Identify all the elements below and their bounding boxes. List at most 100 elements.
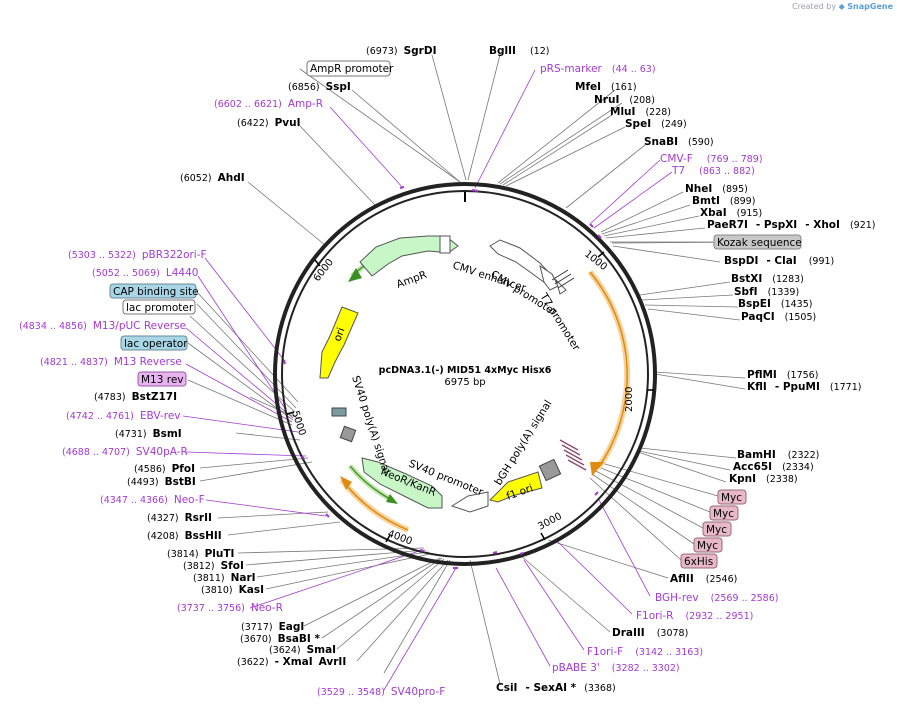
lac-promoter-box-label: lac promoter: [126, 302, 194, 314]
enzyme-draiii: DraIII(3078): [612, 627, 688, 639]
enzyme-xbai: XbaI(915): [700, 207, 762, 219]
enzyme-bglii: BglII(12): [489, 45, 549, 57]
m13rev-box: M13 rev: [137, 371, 187, 387]
enzyme-bmti: BmtI(899): [692, 195, 755, 207]
enzyme-pluti: (3814)PluTI: [167, 548, 234, 560]
ampr-promoter-feature: [439, 235, 451, 254]
enzyme-nrui: NruI(208): [594, 94, 655, 106]
tick-1000: 1000: [582, 249, 609, 273]
cmv-promoter-feature: [539, 264, 559, 291]
ampr-promoter-box: AmpR promoter: [306, 60, 394, 77]
myc4-box-label: Myc: [697, 540, 718, 552]
enzyme-nari: (3811)NarI: [193, 572, 256, 584]
primer-pbabe: pBABE 3'(3282 .. 3302): [552, 662, 680, 674]
enzyme-mfei: MfeI(161): [575, 81, 637, 93]
enzyme-pvui: (6422)PvuI: [237, 117, 301, 129]
cap-box: CAP binding site: [109, 283, 199, 299]
sv40-promoter-feature: [450, 491, 489, 513]
primer-f1orif: F1ori-F(3142 .. 3163): [587, 646, 703, 658]
kozak-box-label: Kozak sequence: [717, 237, 802, 249]
ori-feature: [319, 306, 359, 379]
primer-marks: [283, 186, 602, 569]
tick-2000: 2000: [624, 387, 635, 412]
enzyme-bstxi: BstXI(1283): [731, 273, 804, 285]
enzyme-pfoi: (4586)PfoI: [134, 463, 195, 475]
enzyme-bstz17i: (4783)BstZ17I: [94, 391, 177, 403]
credit-prefix: Created by: [792, 2, 837, 11]
primer-m13puc: (4834 .. 4856)M13/pUC Reverse: [19, 320, 186, 332]
primer-f1orir: F1ori-R(2932 .. 2951): [636, 610, 753, 622]
backbone-inner: [281, 190, 649, 558]
enzyme-eagi: (3717)EagI: [241, 621, 304, 633]
leader-lines: [187, 54, 761, 685]
primer-ebvrev: (4742 .. 4761)EBV-rev: [66, 410, 181, 422]
his-box: 6xHis: [680, 553, 718, 569]
primer-ampr: (6602 .. 6621)Amp-R: [214, 98, 323, 110]
enzyme-csii-group: CsiI- SexAI *(3368): [496, 682, 616, 694]
enzyme-kpni: KpnI(2338): [729, 473, 798, 485]
enzyme-kfli-group: KflI- PpuMI(1771): [747, 381, 861, 393]
enzyme-afliii: AflII(2546): [670, 573, 737, 585]
bgh-polya-feature: [538, 458, 562, 482]
scale-ticks: [286, 251, 654, 543]
insert-arc-line: [589, 271, 628, 469]
myc1-box: Myc: [717, 489, 747, 505]
ampr-promoter-box-label: AmpR promoter: [310, 63, 394, 75]
t7-promoter-label: T7 promoter: [537, 290, 583, 353]
myc2-box-label: Myc: [713, 508, 734, 520]
primer-sv40pro: (3529 .. 3548)SV40pro-F: [317, 686, 445, 698]
lac-operator-box: [339, 425, 357, 443]
primer-t7: T7(863 .. 882): [671, 165, 755, 177]
enzyme-bsmi: (4731)BsmI: [115, 428, 182, 440]
enzyme-rsrii: (4327)RsrII: [147, 512, 212, 524]
primer-prs: pRS-marker(44 .. 63): [540, 63, 656, 75]
m13rev-box-label: M13 rev: [141, 374, 184, 386]
neor-feature: [361, 457, 443, 509]
enzyme-bspdi-group: BspDI- ClaI(991): [724, 255, 834, 267]
t7-feature: [554, 278, 567, 295]
enzyme-spei: SpeI(249): [625, 118, 687, 130]
enzyme-sbfi: SbfI(1339): [734, 286, 799, 298]
plasmid-name: pcDNA3.1(-) MID51 4xMyc Hisx6: [379, 365, 552, 376]
f1-ori-feature: [489, 471, 543, 503]
snapgene-credit: Created by ◆ SnapGene: [792, 2, 893, 11]
ampr-arc-arrow: [348, 268, 362, 282]
myc1-box-label: Myc: [721, 492, 742, 504]
insert-arc-arrow: [590, 462, 604, 476]
insert-arc: [587, 270, 631, 470]
credit-brand: SnapGene: [847, 2, 893, 11]
enzyme-bamhi: BamHI(2322): [737, 449, 819, 461]
primer-neor: (3737 .. 3756)Neo-R: [177, 602, 283, 614]
enzyme-bsabi: (3670)BsaBI *: [240, 633, 320, 645]
plasmid-length: 6975 bp: [444, 377, 485, 388]
enzyme-paer7i-group: PaeR7I- PspXI- XhoI(921): [707, 219, 875, 231]
backbone-outer: [273, 182, 657, 566]
lac-operator-box-label: lac operator: [124, 338, 188, 350]
primer-leader-lines: [182, 69, 673, 691]
ampr-label: AmpR: [395, 269, 429, 291]
neor-arc-arrow: [386, 494, 398, 504]
primer-l4440: (5052 .. 5069)L4440: [92, 267, 198, 279]
primer-neof: (4347 .. 4366)Neo-F: [100, 494, 205, 506]
his-box-label: 6xHis: [684, 556, 713, 568]
lac-operator-box-label-group: lac operator: [120, 335, 188, 351]
cap-box-label: CAP binding site: [113, 286, 199, 298]
primer-pbr: (5303 .. 5322)pBR322ori-F: [68, 249, 207, 261]
primer-bghrev: BGH-rev(2569 .. 2586): [655, 592, 778, 604]
enzyme-bspei: BspEI(1435): [738, 298, 812, 310]
myc4-box: Myc: [693, 537, 723, 553]
ori-label: ori: [332, 326, 348, 343]
myc2-box: Myc: [709, 505, 739, 521]
myc3-box-label: Myc: [706, 524, 727, 536]
enzyme-nhei: NheI(895): [685, 183, 748, 195]
enzyme-kasi: (3810)KasI: [201, 584, 264, 596]
enzyme-ahdi: (6052)AhdI: [180, 172, 245, 184]
primer-cmvf: CMV-F(769 .. 789): [660, 153, 763, 165]
enzyme-mlui: MluI(228): [610, 106, 671, 118]
enzyme-bsshii: (4208)BssHII: [147, 530, 222, 542]
lac-promoter-box: lac promoter: [122, 299, 196, 315]
enzyme-pflmi: PflMI(1756): [747, 369, 818, 381]
primer-sv40pa: (4688 .. 4707)SV40pA-R: [62, 446, 188, 458]
